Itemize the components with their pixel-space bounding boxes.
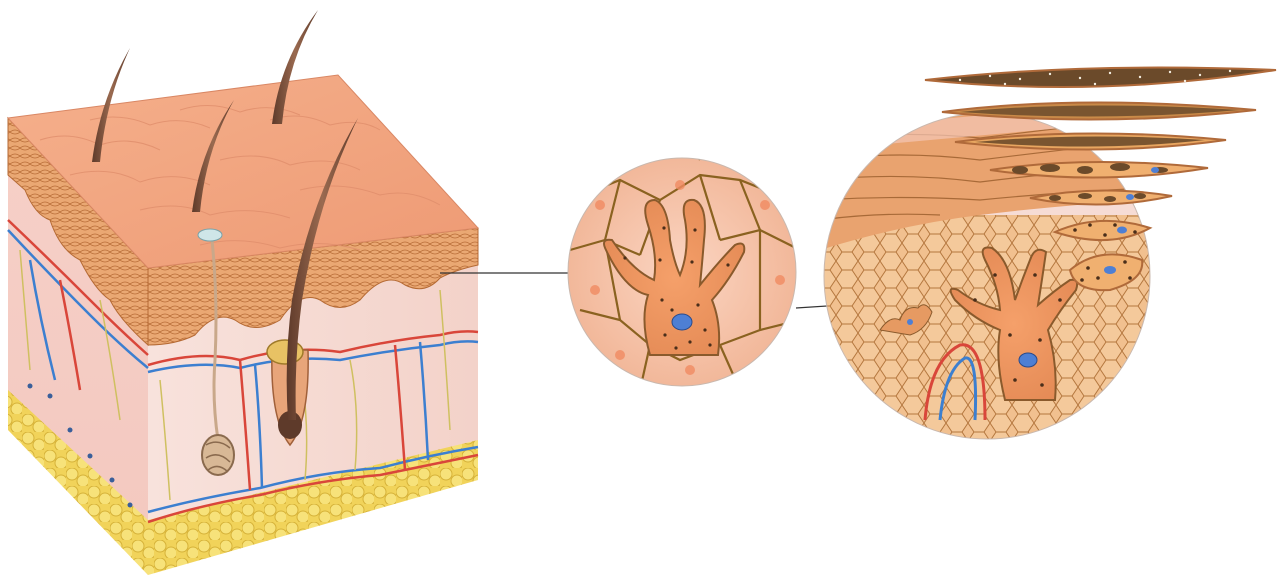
- single-melanocyte-magnified-view: [568, 140, 800, 390]
- skin-cross-section-block: [8, 10, 478, 575]
- sweat-pore: [198, 229, 222, 241]
- sebaceous-gland: [267, 340, 303, 364]
- melanocyte-nucleus: [672, 314, 692, 330]
- lens-1: [925, 68, 1276, 88]
- epidermis-layers-magnified-view: [820, 68, 1276, 445]
